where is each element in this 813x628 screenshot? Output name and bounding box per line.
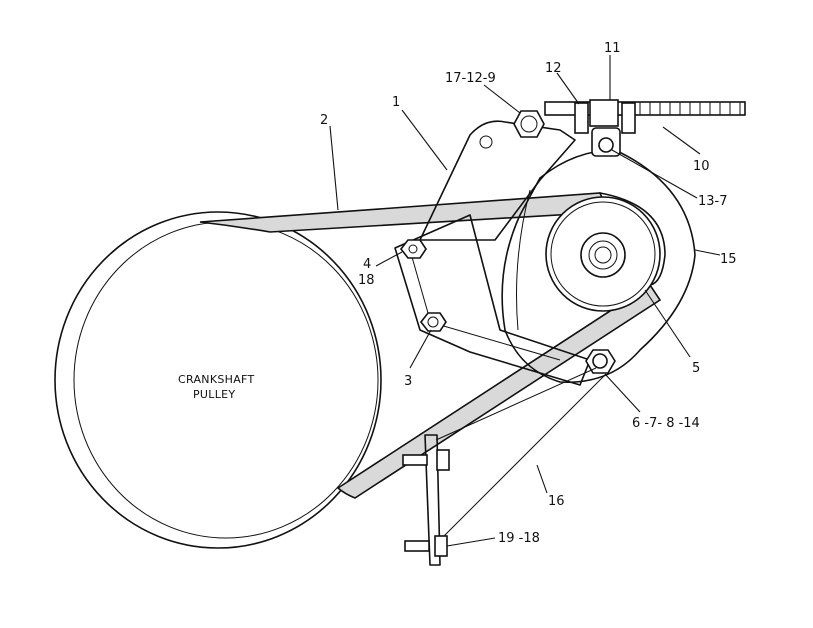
strap-brace bbox=[435, 367, 607, 541]
leader-17 bbox=[483, 84, 521, 114]
belt-lower-run bbox=[336, 283, 662, 499]
callout-19: 19 -18 bbox=[498, 531, 540, 546]
bolt-pivot bbox=[585, 349, 616, 374]
callout-1: 1 bbox=[392, 95, 400, 110]
callout-15: 15 bbox=[720, 252, 737, 267]
mounting-bracket-inner bbox=[516, 189, 531, 331]
callout-4: 4 bbox=[363, 257, 371, 272]
leader-5 bbox=[644, 289, 691, 358]
leader-13 bbox=[611, 149, 698, 199]
leader-1 bbox=[401, 109, 448, 171]
alternator-hub bbox=[580, 232, 626, 278]
leader-12 bbox=[556, 72, 580, 105]
stud-lower bbox=[404, 535, 448, 557]
leader-15 bbox=[694, 249, 721, 256]
callout-6: 6 -7- 8 -14 bbox=[632, 416, 700, 431]
leader-19 bbox=[446, 537, 496, 547]
callout-18: 18 bbox=[358, 273, 375, 288]
lower-strap bbox=[424, 434, 441, 566]
belt-upper-run bbox=[199, 192, 610, 233]
pulley-label-line1: CRANKSHAFT bbox=[178, 373, 254, 386]
belt-alternator-wrap bbox=[599, 192, 666, 286]
adjusting-arm-hole bbox=[479, 135, 493, 149]
lock-bolt bbox=[598, 137, 614, 153]
callout-2: 2 bbox=[320, 113, 328, 128]
alternator-pulley-inner bbox=[550, 201, 656, 307]
callout-10: 10 bbox=[693, 159, 710, 174]
alternator-shaft bbox=[594, 246, 612, 264]
adjusting-block bbox=[589, 99, 619, 127]
adjusting-nut-left bbox=[574, 102, 589, 134]
callout-11: 11 bbox=[604, 41, 621, 56]
callout-17: 17-12-9 bbox=[445, 71, 496, 86]
leader-16 bbox=[536, 464, 548, 494]
leader-6 bbox=[604, 373, 641, 413]
leader-3 bbox=[409, 329, 432, 369]
link-frame-diagonal bbox=[409, 249, 561, 361]
callout-16: 16 bbox=[548, 494, 565, 509]
callout-5: 5 bbox=[692, 361, 700, 376]
stud-upper bbox=[402, 449, 450, 471]
bolt-upper-link bbox=[399, 239, 427, 259]
callout-3: 3 bbox=[404, 374, 412, 389]
crankshaft-pulley bbox=[54, 211, 382, 549]
leader-10 bbox=[662, 126, 701, 155]
alternator-hub-inner bbox=[588, 240, 618, 270]
adjusting-nut-right bbox=[621, 102, 636, 134]
adjusting-arm bbox=[419, 120, 576, 241]
bolt-top-left bbox=[513, 110, 545, 138]
pulley-label-line2: PULLEY bbox=[193, 388, 235, 401]
bolt-lower-link bbox=[419, 312, 447, 332]
callout-13: 13-7 bbox=[698, 194, 728, 209]
callout-12: 12 bbox=[545, 61, 562, 76]
leader-2 bbox=[329, 125, 339, 211]
leader-4 bbox=[375, 251, 403, 267]
